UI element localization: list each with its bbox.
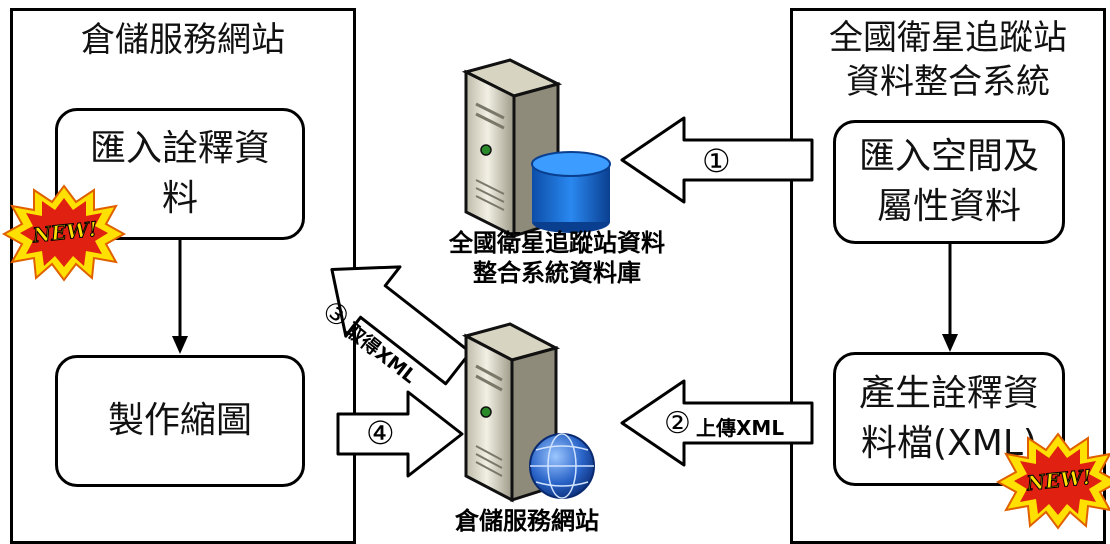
left-panel-title: 倉儲服務網站 [81, 20, 285, 60]
import-metadata-box: 匯入詮釋資 料 [55, 108, 305, 240]
right-panel-title: 全國衛星追蹤站 資料整合系統 [829, 18, 1067, 102]
arrow-2 [620, 379, 814, 467]
arrow-1 [620, 116, 814, 204]
arrow-4 [336, 390, 464, 478]
arrow-2-text: 上傳XML [696, 416, 785, 440]
arrow-3 [330, 265, 472, 386]
import-spatial-box: 匯入空間及 屬性資料 [833, 120, 1065, 244]
generate-xml-box: 產生詮釋資 料檔(XML) [833, 352, 1065, 486]
database-cylinder-icon [531, 151, 611, 233]
make-thumbnail-box: 製作縮圖 [55, 355, 305, 487]
database-caption: 全國衛星追蹤站資料 整合系統資料庫 [449, 229, 665, 287]
arrow-down-left [172, 240, 188, 354]
new-badge-right [995, 432, 1110, 530]
arrow-down-right [942, 244, 958, 352]
arrow-2-number: ② [664, 406, 691, 441]
globe-icon [529, 433, 595, 499]
web-server-caption: 倉儲服務網站 [455, 507, 599, 535]
arrow-4-label: ④ [366, 414, 395, 452]
new-badge-left [1, 184, 127, 282]
arrow-1-label: ① [702, 142, 731, 180]
